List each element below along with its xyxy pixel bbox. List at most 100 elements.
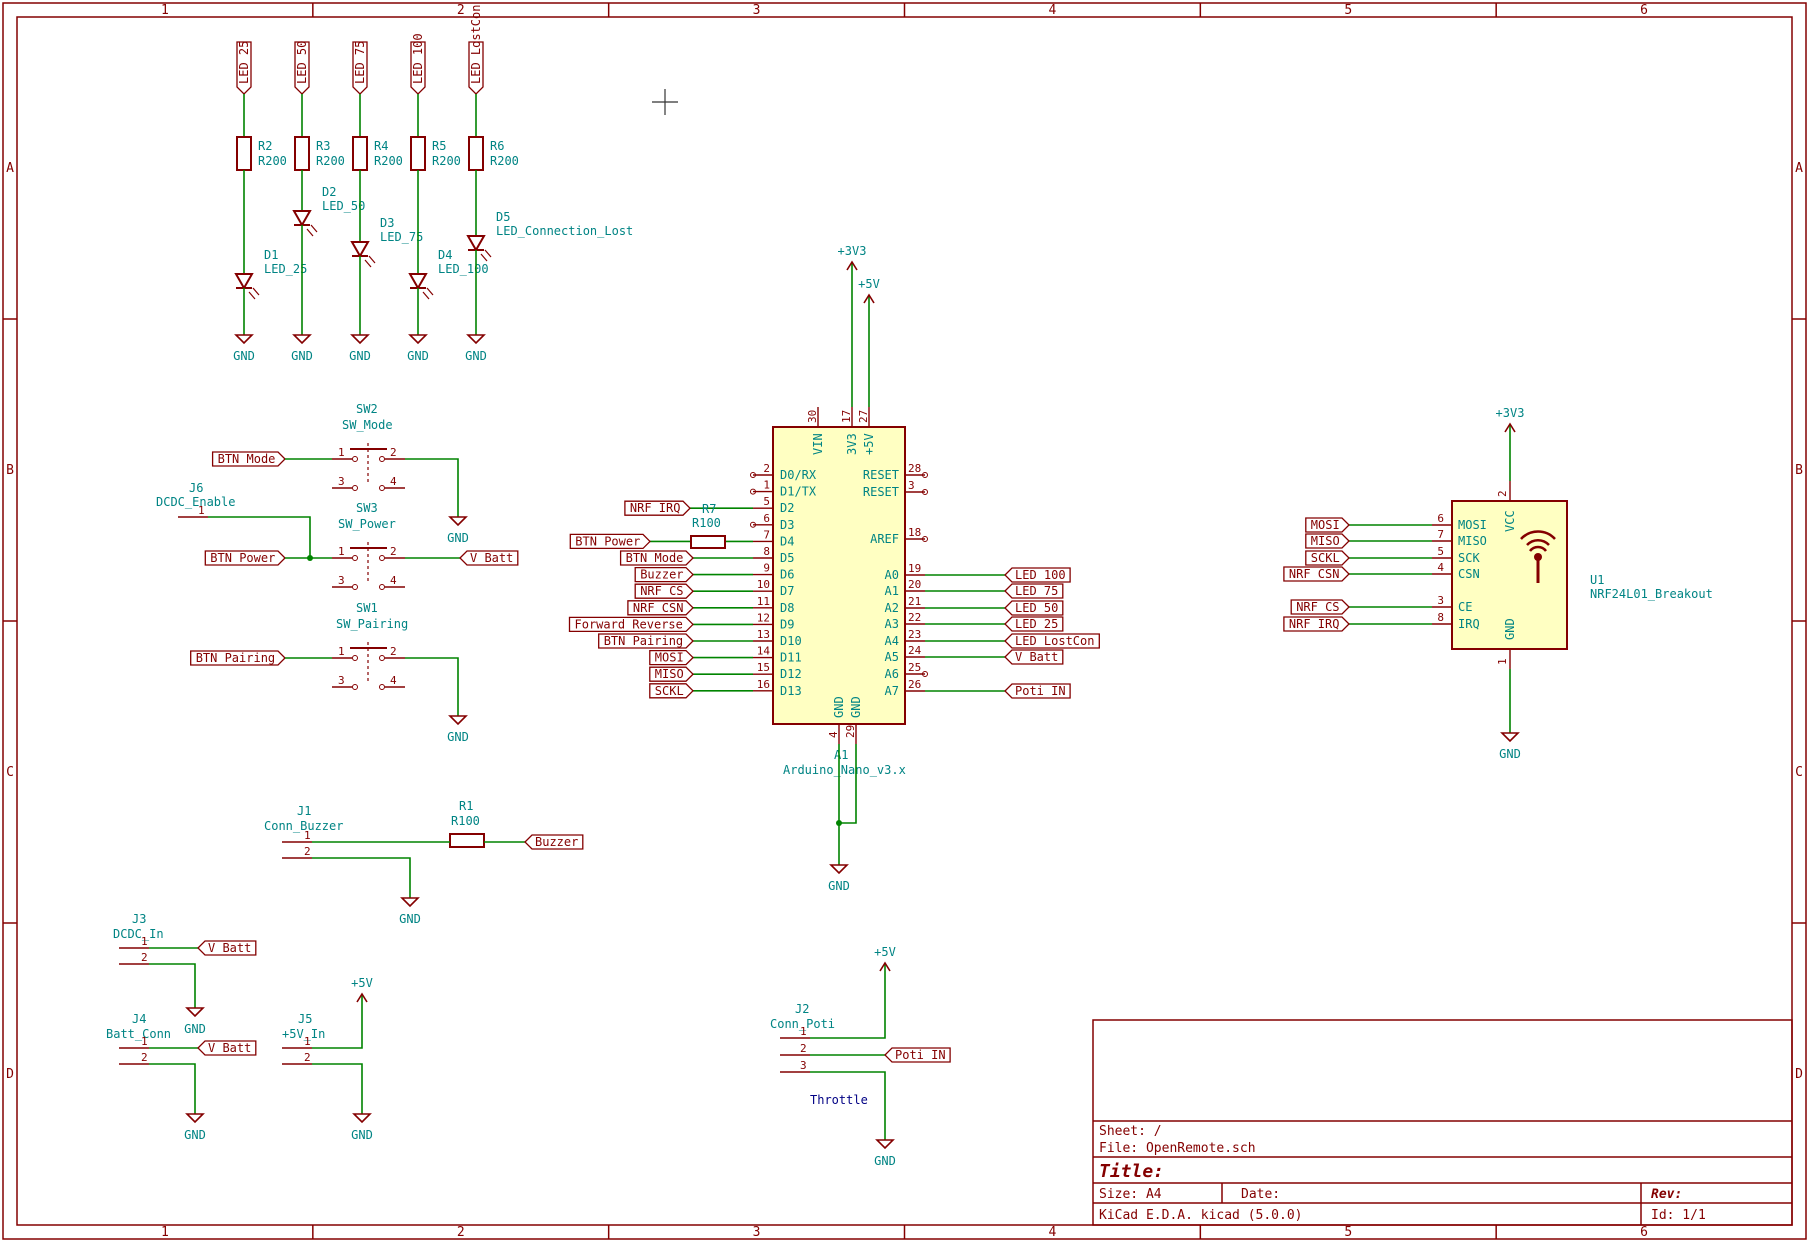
- r7-body: [690, 535, 726, 549]
- led-2-ray2: [368, 255, 376, 264]
- title-block: Sheet: / File: OpenRemote.sch Title: Siz…: [1092, 1019, 1793, 1226]
- led-0-net-label: LED_25: [237, 41, 251, 84]
- ard-gnd-symbol: [829, 864, 849, 875]
- j5-ref: J5: [298, 1012, 312, 1026]
- j2-gnd-label: GND: [874, 1154, 896, 1168]
- sw-2-c2: [379, 655, 385, 661]
- ard-left-name-6: D6: [780, 568, 794, 582]
- ard-right-name-8: A5: [885, 650, 899, 664]
- sw-0-c4: [379, 485, 385, 491]
- ard-right-label-6: LED_25: [1015, 617, 1058, 631]
- r7-ref: R7: [702, 502, 716, 516]
- col-marker-top: 1: [161, 3, 169, 18]
- ard-left-label-9-box: [568, 616, 694, 633]
- connector-symbols: 12BuzzerGNDJ3DCDC_In12V_BattGNDJ4Batt_Co…: [106, 829, 951, 1168]
- j3-label-box: [197, 940, 257, 956]
- led-3-r-value: R200: [432, 154, 461, 168]
- nrf-ref: U1: [1590, 573, 1604, 587]
- nrf-3v3-arrow: [1504, 422, 1516, 433]
- j5-n1: 1: [304, 1035, 311, 1048]
- j4-n1: 1: [141, 1035, 148, 1048]
- nrf-label-4-box: [1290, 599, 1350, 615]
- j2-5v-label: +5V: [874, 945, 896, 959]
- col-marker-bottom: 6: [1640, 1225, 1648, 1240]
- col-marker-top: 6: [1640, 3, 1648, 18]
- j2-pwr-wire: [810, 963, 886, 1039]
- j3-n1: 1: [141, 935, 148, 948]
- ard-top-num-1: 17: [840, 410, 853, 423]
- ard-right-label-10: Poti_IN: [1015, 684, 1066, 698]
- led-2-resistor: [352, 136, 368, 171]
- nrf-label-3-box: [1283, 566, 1350, 582]
- ard-left-name-11: D11: [780, 651, 802, 665]
- ard-left-name-5: D5: [780, 551, 794, 565]
- j2-gnd-wire: [810, 1071, 886, 1130]
- led-0-d-ref: D1: [264, 248, 278, 262]
- ard-left-num-1: 1: [763, 479, 770, 492]
- ard-left-num-5: 8: [763, 545, 770, 558]
- ard-right-num-4: 20: [908, 578, 921, 591]
- j6-pin1: 1: [198, 504, 205, 517]
- led-3-net-label-box: [410, 41, 426, 95]
- sw-2-n4: 4: [390, 674, 397, 687]
- ard-gnd-label: GND: [828, 879, 850, 893]
- ard-left-name-9: D9: [780, 617, 794, 631]
- sw-2-gnd-symbol: [448, 715, 468, 726]
- col-marker-bottom: 2: [457, 1225, 465, 1240]
- led-3-r-ref: R5: [432, 139, 446, 153]
- ard-right-label-10-box: [1004, 683, 1071, 699]
- j2-n3: 3: [800, 1059, 807, 1072]
- arduino-value: Arduino_Nano_v3.x: [783, 763, 906, 777]
- j6-ref: J6: [189, 481, 203, 495]
- nrf-value: NRF24L01_Breakout: [1590, 587, 1713, 601]
- ard-left-num-13: 16: [757, 678, 770, 691]
- sw-2-n1: 1: [338, 645, 345, 658]
- sw-0-n3: 3: [338, 475, 345, 488]
- tb-date: Date:: [1241, 1187, 1280, 1202]
- ard-left-label-2-box: [624, 500, 691, 516]
- j4-label-box: [197, 1040, 257, 1056]
- ard-right-name-5: A2: [885, 601, 899, 615]
- tb-tool: KiCad E.D.A. kicad (5.0.0): [1099, 1208, 1303, 1223]
- nrf-label-5: NRF_IRQ: [1289, 617, 1340, 631]
- ard-bot-num-0: 4: [827, 731, 840, 738]
- ard-right-num-0: 28: [908, 462, 921, 475]
- sw-1-out-label: V_Batt: [470, 551, 513, 565]
- ard-left-label-8: NRF_CSN: [633, 601, 684, 615]
- ard-right-num-3: 19: [908, 562, 921, 575]
- nrf-label-0-box: [1305, 517, 1350, 533]
- ard-left-name-2: D2: [780, 501, 794, 515]
- led-1-diode-icon: [292, 210, 312, 228]
- ard-right-name-10: A7: [885, 684, 899, 698]
- ard-left-label-5-box: [619, 550, 694, 566]
- j1-ref: J1: [297, 804, 311, 818]
- sw-2-in-label: BTN_Pairing: [196, 651, 275, 665]
- ard-right-num-2: 18: [908, 526, 921, 539]
- ard-left-label-13-box: [649, 683, 694, 699]
- sw-1-in-label-box: [204, 550, 286, 566]
- ard-nc-3: [750, 521, 756, 528]
- led-2-gnd-label: GND: [349, 349, 371, 363]
- row-marker-left: D: [6, 1067, 14, 1082]
- buzzer-connector: J1 Conn_Buzzer R1 R100: [264, 799, 485, 848]
- ard-left-num-7: 10: [757, 578, 770, 591]
- j5-gnd-wire: [312, 1063, 363, 1104]
- ard-left-label-11-box: [649, 649, 694, 666]
- nrf-label-2: SCKL: [1311, 551, 1340, 565]
- ard-left-name-12: D12: [780, 667, 802, 681]
- led-0-ray2: [252, 287, 260, 296]
- col-marker-top: 4: [1049, 3, 1057, 18]
- nrf-pin-name-2: SCK: [1458, 551, 1480, 565]
- throttle-note: Throttle: [810, 1093, 868, 1107]
- nrf-vcc-name: VCC: [1503, 510, 1517, 532]
- ard-left-label-12-box: [649, 666, 694, 682]
- sw-0-c1: [352, 456, 358, 462]
- ard-nc-1: [750, 488, 756, 495]
- sw-0-c2: [379, 456, 385, 462]
- sw-2-c1: [352, 655, 358, 661]
- r7-value: R100: [692, 516, 721, 530]
- led-1-net-label-box: [294, 41, 310, 95]
- row-marker-right: D: [1795, 1067, 1803, 1082]
- led-1-net-label: LED_50: [295, 41, 309, 84]
